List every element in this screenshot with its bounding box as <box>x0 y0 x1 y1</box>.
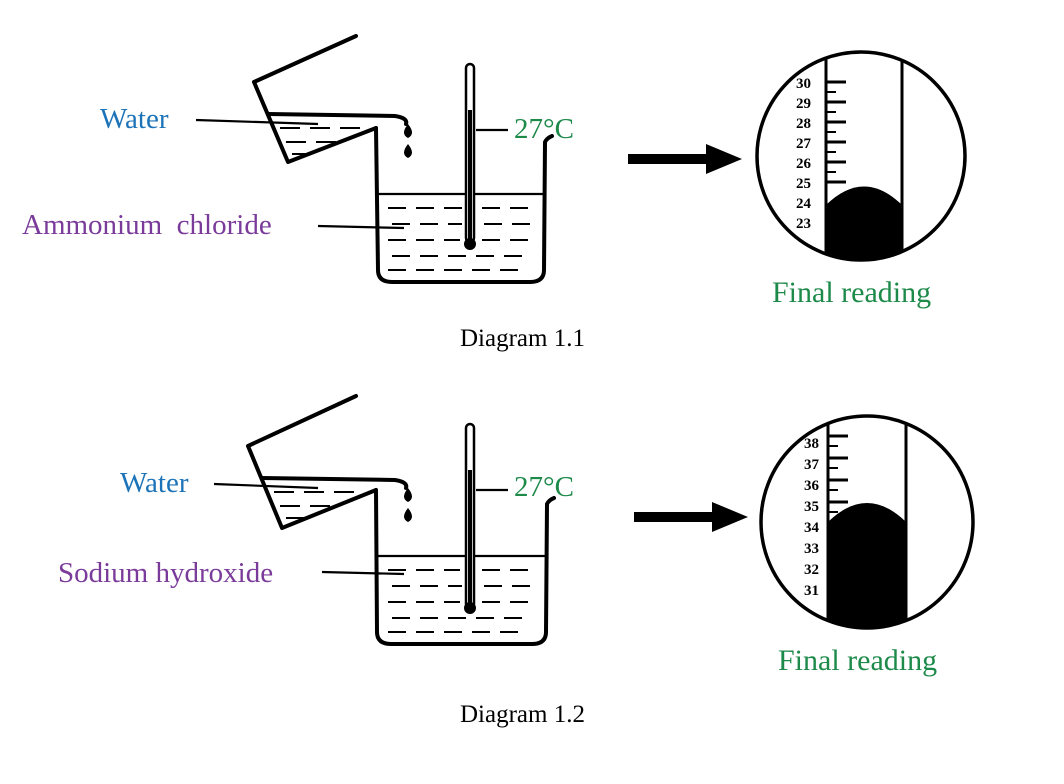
tick-label: 29 <box>796 96 811 112</box>
tick-label: 36 <box>804 478 820 494</box>
temperature-label: 27°C <box>514 113 574 145</box>
tick-label: 33 <box>804 541 819 557</box>
solution-dashes <box>388 207 530 271</box>
tick-label: 31 <box>804 583 819 599</box>
water-label: Water <box>120 467 189 499</box>
substance-label: Sodium hydroxide <box>58 557 273 589</box>
beaker <box>374 488 556 646</box>
tick-label: 34 <box>804 520 820 536</box>
scale-ticks <box>828 434 848 513</box>
magnified-scale: 38 37 36 35 34 33 32 31 <box>759 414 975 630</box>
final-reading-label: Final reading <box>778 644 937 677</box>
tick-label: 28 <box>796 116 811 132</box>
water-label: Water <box>100 103 169 135</box>
diagram-caption: Diagram 1.1 <box>460 325 585 352</box>
arrow-icon <box>628 144 742 174</box>
diagram-1-2: 38 37 36 35 34 33 32 31 Water Sodium hyd… <box>58 394 975 728</box>
magnified-scale: 30 29 28 27 26 25 24 23 <box>755 50 967 262</box>
substance-pointer <box>321 570 405 576</box>
tick-label: 25 <box>796 176 811 192</box>
thermometer <box>464 62 476 250</box>
tick-label: 27 <box>796 136 812 152</box>
tick-label: 32 <box>804 562 819 578</box>
water-drops <box>404 124 412 158</box>
diagram-caption: Diagram 1.2 <box>460 701 585 728</box>
tick-label: 37 <box>804 457 820 473</box>
diagram-1-1: 30 29 28 27 26 25 24 23 Water Ammonium c… <box>22 34 967 352</box>
thermometer <box>464 422 476 614</box>
final-reading-label: Final reading <box>772 276 931 309</box>
solution-dashes <box>388 569 530 633</box>
beaker <box>374 126 554 284</box>
scale-labels: 38 37 36 35 34 33 32 31 <box>804 436 820 599</box>
tick-label: 26 <box>796 156 812 172</box>
water-drops <box>404 488 412 522</box>
scale-labels: 30 29 28 27 26 25 24 23 <box>796 76 812 232</box>
tick-label: 30 <box>796 76 811 92</box>
substance-label: Ammonium chloride <box>22 209 272 241</box>
pouring-beaker <box>246 394 409 530</box>
tick-label: 24 <box>796 196 812 212</box>
pouring-beaker <box>252 34 409 164</box>
water-pointer <box>213 482 319 490</box>
temperature-label: 27°C <box>514 471 574 503</box>
arrow-icon <box>634 502 748 532</box>
substance-pointer <box>317 224 405 230</box>
tick-label: 23 <box>796 216 811 232</box>
tick-label: 38 <box>804 436 819 452</box>
water-pointer <box>195 118 319 126</box>
scale-ticks <box>826 80 846 184</box>
tick-label: 35 <box>804 499 819 515</box>
